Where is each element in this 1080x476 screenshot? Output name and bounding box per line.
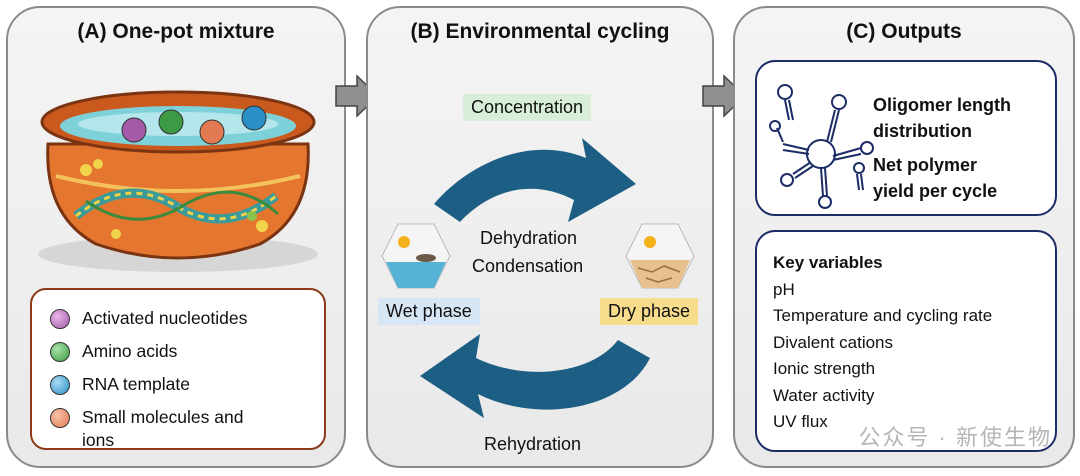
dry-phase-label: Dry phase: [600, 298, 699, 325]
output-line-4: yield per cycle: [873, 181, 998, 201]
key-variable-item: UV flux: [773, 412, 828, 431]
orange-sphere-icon: [50, 408, 70, 428]
panel-environmental-cycling: (B) Environmental cycling Concentration …: [366, 6, 714, 468]
dry-phase-icon: [625, 223, 695, 289]
panel-title: (A) One-pot mixture: [77, 20, 275, 43]
green-sphere-icon: [50, 342, 70, 362]
panel-one-pot-mixture: (A) One-pot mixture Activated nucleotide…: [6, 6, 346, 468]
pot-illustration: [38, 90, 318, 272]
rna-structures-icon: [769, 84, 874, 209]
watermark: 公众号 · 新使生物: [858, 425, 1052, 450]
concentration-label: Concentration: [463, 94, 592, 121]
purple-sphere-icon: [50, 309, 70, 329]
panel-outputs: (C) Outputs Oligomer length distribution…: [733, 6, 1075, 468]
key-variable-item: Water activity: [773, 385, 875, 405]
rehydration-label: Rehydration: [484, 434, 582, 454]
key-variable-item: Temperature and cycling rate: [773, 306, 993, 325]
key-variables-list: Key variables pH Temperature and cycling…: [773, 250, 992, 436]
key-variable-item: Divalent cations: [773, 332, 894, 352]
outputs-box: Oligomer length distribution Net polymer…: [755, 60, 1057, 216]
wet-phase-icon: [381, 223, 451, 289]
blue-sphere-icon: [50, 375, 70, 395]
cycle-arrows: [420, 138, 650, 418]
dehydration-label: Dehydration: [480, 228, 578, 248]
panel-title: (C) Outputs: [846, 20, 962, 43]
key-variable-item: Ionic strength: [773, 359, 876, 378]
legend-box: Activated nucleotides Amino acids RNA te…: [30, 288, 326, 450]
output-line-2: distribution: [873, 121, 972, 141]
output-line-1: Oligomer length: [873, 95, 1012, 115]
condensation-label: Condensation: [472, 256, 584, 276]
output-line-3: Net polymer: [873, 155, 978, 175]
panel-title: (B) Environmental cycling: [410, 20, 670, 43]
key-variables-title: Key variables: [773, 253, 883, 272]
wet-phase-label: Wet phase: [378, 298, 480, 325]
key-variables-box: Key variables pH Temperature and cycling…: [755, 230, 1057, 452]
key-variable-item: pH: [773, 279, 795, 299]
